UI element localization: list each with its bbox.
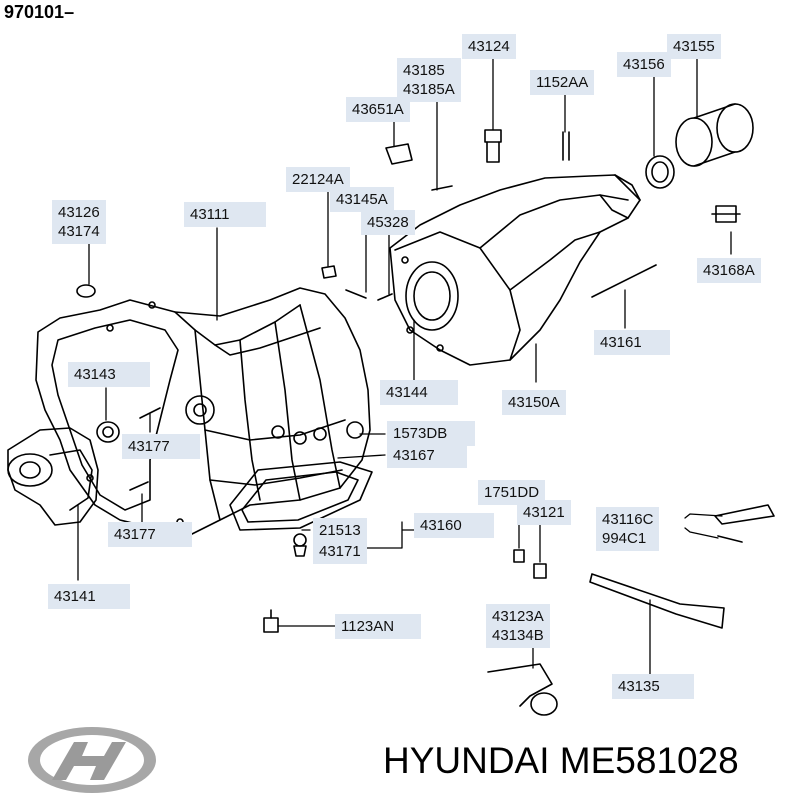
part-label-43185[interactable]: 43185 43185A [397,58,461,102]
bolt-43185 [431,185,453,191]
part-label-43145a[interactable]: 43145A [330,187,394,212]
bolt-43161 [591,264,657,298]
oil-pan [229,461,373,557]
part-label-43135[interactable]: 43135 [612,674,694,699]
extension-housing [389,174,641,366]
part-label-1152aa[interactable]: 1152AA [530,70,595,95]
plug-43168a [711,205,741,223]
part-label-43116c[interactable]: 43116C 994C1 [596,507,660,551]
part-label-43161[interactable]: 43161 [594,330,670,355]
pin-43145a [345,289,367,299]
front-bearing-retainer [7,427,99,526]
part-label-43134b-line2: 43134B [492,627,544,644]
vent-plug-43124 [484,129,502,163]
pin-1152aa [562,131,570,161]
bolt-45328 [377,293,393,301]
plug-22124a [321,265,337,279]
part-label-43185-line1: 43185 [403,62,445,79]
brand-part-number: HYUNDAI ME581028 [383,740,739,781]
part-label-43144[interactable]: 43144 [380,380,458,405]
part-label-43126-line1: 43126 [58,204,100,221]
part-label-43167[interactable]: 43167 [387,443,467,468]
part-label-43177-upper[interactable]: 43177 [122,434,200,459]
part-label-43124[interactable]: 43124 [462,34,516,59]
part-label-1751dd[interactable]: 1751DD [478,480,546,505]
bolt-994c1 [717,535,743,543]
part-label-43126[interactable]: 43126 43174 [52,200,106,244]
part-label-43150a[interactable]: 43150A [502,390,566,415]
plate-43135 [589,573,725,629]
gear-43121 [533,563,547,579]
leader-lines [77,53,732,677]
part-label-43121[interactable]: 43121 [517,500,571,525]
part-label-43177-lower[interactable]: 43177 [108,522,192,547]
part-label-43123a-line1: 43123A [492,608,544,625]
part-label-994c1-line2: 994C1 [602,530,647,547]
part-label-43116c-line1: 43116C [602,511,654,528]
part-label-43185a-line2: 43185A [403,81,455,98]
part-label-43155[interactable]: 43155 [667,34,721,59]
part-label-43141[interactable]: 43141 [48,584,130,609]
bolt-1123an [263,609,279,633]
part-label-1573db[interactable]: 1573DB [387,421,475,446]
hyundai-logo [28,727,156,793]
bracket-43651a [385,143,413,165]
part-label-45328[interactable]: 45328 [361,210,415,235]
bracket-43123a [487,663,558,716]
part-label-21513[interactable]: 21513 [313,518,367,543]
part-label-43111[interactable]: 43111 [184,202,266,227]
part-label-1123an[interactable]: 1123AN [335,614,421,639]
part-label-43143[interactable]: 43143 [68,362,150,387]
oil-seal-43156 [645,155,675,189]
oil-seal-43143 [96,421,120,443]
dust-cover-43155 [675,103,754,167]
part-label-43160[interactable]: 43160 [414,513,494,538]
part-label-22124a[interactable]: 22124A [286,167,350,192]
part-label-43168a[interactable]: 43168A [697,258,761,283]
part-label-43123a[interactable]: 43123A 43134B [486,604,550,648]
clip-43116c [714,504,775,525]
pin-43177a [139,407,161,419]
part-label-43651a[interactable]: 43651A [346,97,410,122]
sleeve-1751dd [513,549,525,563]
pin-43177b [129,481,149,491]
oil-seal-43126 [76,284,96,298]
part-label-43156[interactable]: 43156 [617,52,671,77]
part-label-43174-line2: 43174 [58,223,100,240]
transmission-case [35,287,371,536]
diagram-code: 970101– [4,2,75,22]
part-label-43171[interactable]: 43171 [313,539,367,564]
